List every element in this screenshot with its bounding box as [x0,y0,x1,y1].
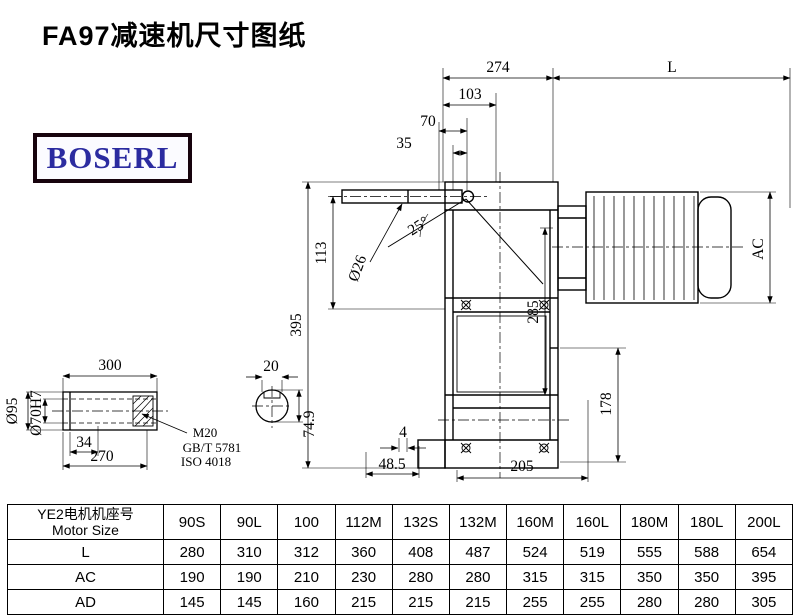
dim-74-9: 74.9 [301,410,318,437]
leader-m20 [141,413,188,434]
dimension-value-cell: 310 [220,539,279,565]
dimension-value-cell: 588 [677,539,736,565]
dim-48-5: 48.5 [378,456,405,473]
frame-size-header: 180M [620,504,679,540]
dimension-row-label: L [7,539,164,565]
frame-size-header: 132S [391,504,450,540]
dimension-value-cell: 215 [334,589,393,615]
dim-395: 395 [288,313,305,337]
dim-70: 70 [420,113,436,130]
dimension-value-cell: 145 [220,589,279,615]
dim-AC: AC [750,238,767,260]
dimension-row-label: AD [7,589,164,615]
dimension-value-cell: 555 [620,539,679,565]
dim-205: 205 [510,458,534,475]
dim-300: 300 [98,357,122,374]
dimension-value-cell: 280 [162,539,222,565]
hatch-lines [132,395,154,427]
dimension-value-cell: 408 [391,539,450,565]
dim-274: 274 [486,59,510,76]
dim-25deg: 25° [405,213,432,239]
dim-285: 285 [525,300,542,324]
dim-20: 20 [263,358,279,375]
dimension-lines [25,75,791,481]
dim-113: 113 [313,241,330,264]
dimension-value-cell: 215 [448,589,508,615]
dim-4: 4 [399,424,407,441]
leader-d26 [369,203,403,263]
note-iso4018: ISO 4018 [181,454,231,469]
dimension-value-cell: 160 [277,589,336,615]
dimension-value-cell: 350 [620,564,679,590]
frame-size-header: 112M [334,504,393,540]
dim-L: L [667,59,676,76]
frame-size-header: 90L [220,504,279,540]
output-shaft-detail [62,391,158,431]
angle-arc [419,213,429,238]
frame-size-header: 160L [563,504,622,540]
dimension-value-cell: 230 [334,564,393,590]
dimension-value-cell: 487 [448,539,508,565]
dimension-value-cell: 312 [277,539,336,565]
shaft-cross-section [255,389,289,423]
motor-cooling-fins [593,196,695,300]
dimension-value-cell: 524 [506,539,565,565]
note-gbt5781: GB/T 5781 [183,440,242,455]
frame-size-header: 180L [677,504,736,540]
dimension-value-cell: 210 [277,564,336,590]
note-m20: M20 [193,425,218,440]
dimension-value-cell: 395 [734,564,794,590]
keyway [263,391,281,399]
dimension-row-label: AC [7,564,164,590]
dim-d70h7: Ø70H7 [28,390,45,436]
dim-178: 178 [598,392,615,416]
frame-size-header: 160M [506,504,565,540]
dimension-value-cell: 280 [448,564,508,590]
frame-size-header: 100 [277,504,336,540]
gearbox-dimension-drawing: 274 L 103 70 35 25° 395 113 Ø26 285 AC 1… [4,59,791,482]
motor-outline [557,191,732,304]
extension-lines [26,68,791,482]
dimension-value-cell: 190 [220,564,279,590]
gearbox-housing-outline [341,181,559,469]
motor-size-label-cn: YE2电机机座号 [37,506,134,522]
page-title: FA97减速机尺寸图纸 [42,21,307,51]
dimension-value-cell: 654 [734,539,794,565]
dimension-value-cell: 280 [620,589,679,615]
dimension-value-cell: 280 [677,589,736,615]
dim-d95: Ø95 [4,397,21,424]
dimension-value-cell: 315 [563,564,622,590]
dimension-value-cell: 255 [563,589,622,615]
dimension-value-cell: 145 [162,589,222,615]
dimension-value-cell: 305 [734,589,794,615]
dimension-value-cell: 280 [391,564,450,590]
dimension-value-cell: 190 [162,564,222,590]
brand-logo-text: BOSERL [46,140,179,175]
dimension-value-cell: 519 [563,539,622,565]
centerlines [52,172,744,478]
brand-logo-box: BOSERL [33,133,192,183]
motor-size-label-en: Motor Size [52,522,119,538]
frame-size-header: 90S [162,504,222,540]
frame-size-header: 132M [448,504,508,540]
dimension-value-cell: 315 [506,564,565,590]
frame-size-header: 200L [734,504,794,540]
dim-35: 35 [396,135,412,152]
dim-270: 270 [90,448,114,465]
dimension-value-cell: 255 [506,589,565,615]
dim-103: 103 [458,86,482,103]
dim-34: 34 [76,434,92,451]
dimension-value-cell: 215 [391,589,450,615]
dim-d26: Ø26 [345,253,370,284]
dimension-value-cell: 360 [334,539,393,565]
dimension-value-cell: 350 [677,564,736,590]
